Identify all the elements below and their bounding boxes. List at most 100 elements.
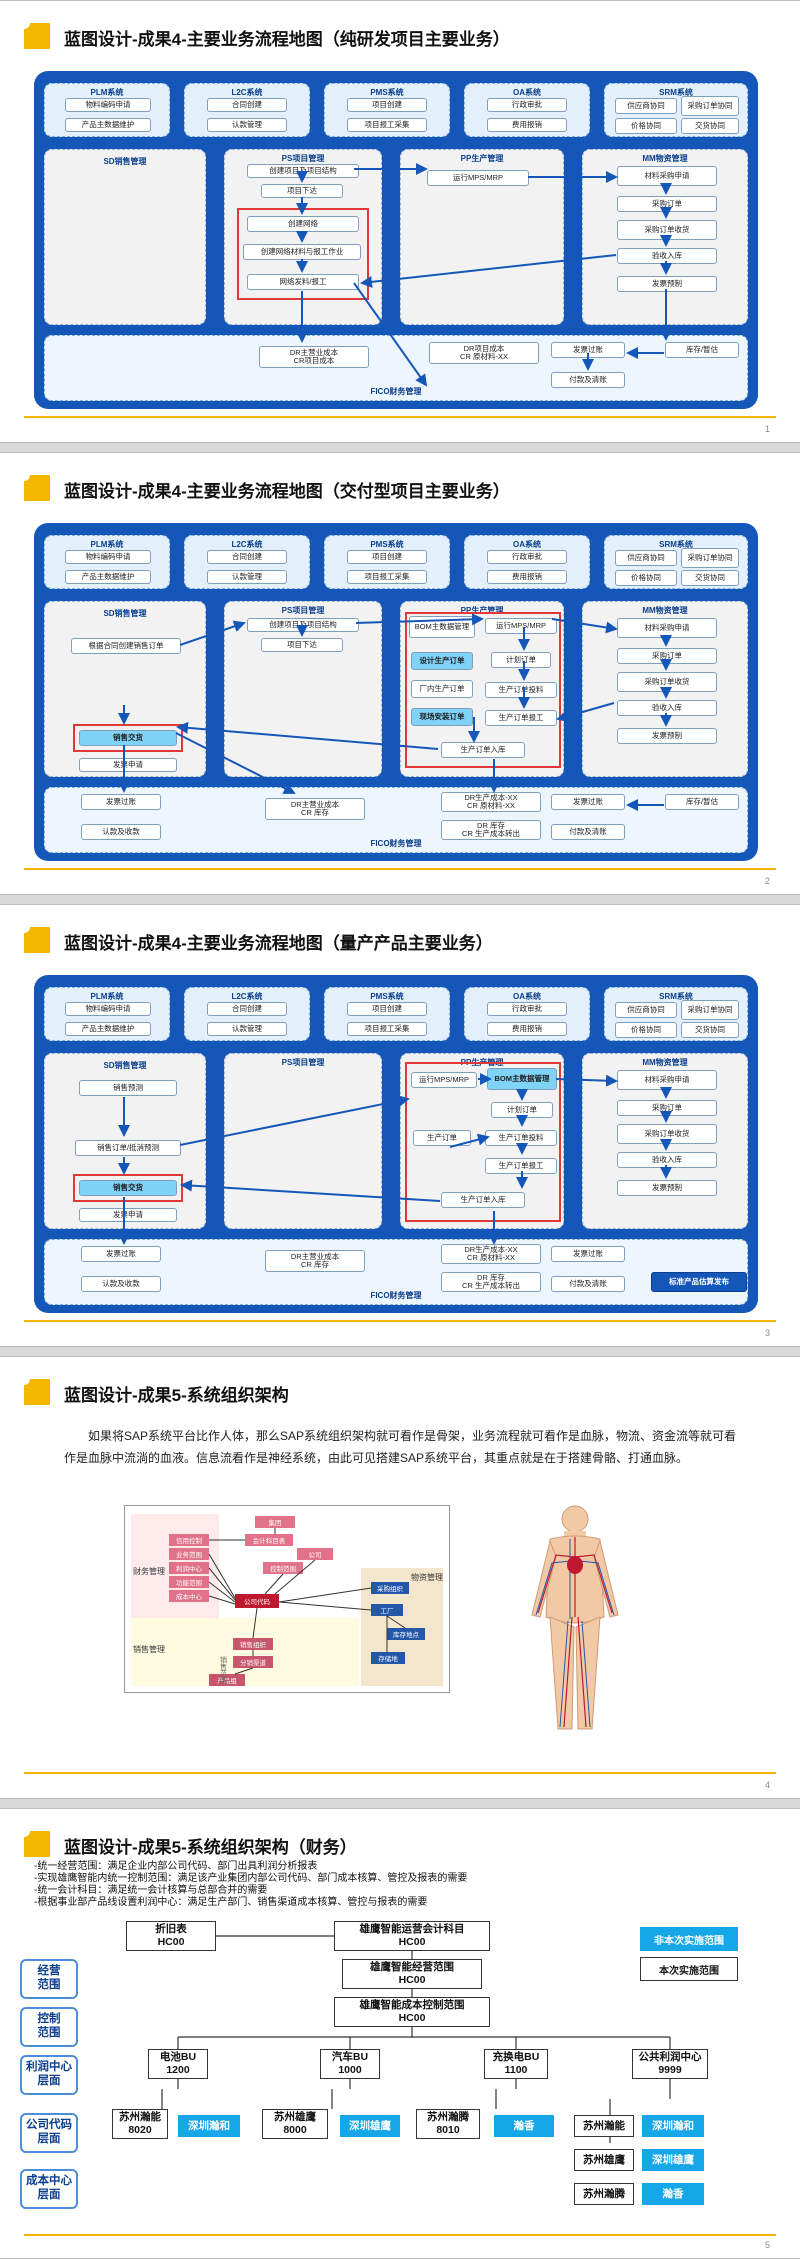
highlight-frame — [73, 1174, 183, 1202]
box: 运行MPS/MRP — [427, 170, 529, 186]
svg-text:存储地: 存储地 — [378, 1654, 398, 1663]
org-node — [233, 1656, 273, 1668]
fico-module: FICO财务管理 发票过账 DR主营业成本 CR 库存 DR生产成本-XX CR… — [44, 1239, 748, 1305]
box: 材料采购申请 — [617, 618, 717, 638]
page-number: 2 — [764, 876, 770, 886]
title-accent-icon — [18, 1373, 50, 1405]
svg-text:功能范围: 功能范围 — [176, 1578, 202, 1587]
footer-line — [24, 868, 776, 870]
box: 价格协同 — [615, 118, 677, 134]
box: 发票过账 — [81, 794, 161, 810]
highlight-frame — [73, 724, 183, 752]
box: 交货协同 — [681, 1022, 739, 1038]
box: 认款管理 — [207, 570, 287, 584]
pp-module: PP生产管理 运行MPS/MRP — [400, 149, 564, 325]
box: 采购订单协同 — [681, 1000, 739, 1020]
box: 计划订单 — [491, 652, 551, 668]
box: 认款及收款 — [81, 824, 161, 840]
svg-text:成本中心: 成本中心 — [176, 1592, 203, 1601]
svg-text:信用控制: 信用控制 — [176, 1536, 203, 1545]
org-structure-svg: 财务管理 销售管理 物资管理 集团 信用控制 会计科目表 公司 利润中心 成本中… — [131, 1514, 443, 1686]
sd-module: SD销售管理 销售预测 销售订单/抵消预测 销售交货 发票申请 — [44, 1053, 206, 1229]
org-node — [297, 1548, 333, 1560]
box: 创建项目及项目结构 — [247, 618, 359, 632]
box: 合同创建 — [207, 98, 287, 112]
box: 项目创建 — [347, 550, 427, 564]
box: 生产订单入库 — [441, 742, 525, 758]
box: 项目下达 — [261, 184, 343, 198]
box: 发票过账 — [81, 1246, 161, 1262]
svg-text:公司代码: 公司代码 — [244, 1597, 271, 1606]
intro-paragraph: 如果将SAP系统平台比作人体，那么SAP系统组织架构就可看作是骨架，业务流程就可… — [64, 1429, 737, 1465]
box: 行政审批 — [487, 550, 567, 564]
box: DR生产成本-XX CR 原材料-XX — [441, 1244, 541, 1264]
org-node-company-code — [235, 1594, 279, 1608]
svg-text:采购组织: 采购组织 — [377, 1584, 404, 1593]
box: 项目报工采集 — [347, 570, 427, 584]
box: 价格协同 — [615, 1022, 677, 1038]
box: 库存/暂估 — [665, 342, 739, 358]
process-map: PLM系统 物料编码申请 产品主数据维护 L2C系统 合同创建 认款管理 PMS… — [34, 71, 758, 409]
public-cost-center-tag: 深圳雄鹰 — [642, 2149, 704, 2171]
box: 运行MPS/MRP — [411, 1072, 477, 1088]
box: 认款及收款 — [81, 1276, 161, 1292]
slide-title: 蓝图设计-成果4-主要业务流程地图（量产产品主要业务） — [64, 934, 493, 953]
svg-text:会计科目表: 会计科目表 — [253, 1536, 286, 1545]
slide-title: 蓝图设计-成果4-主要业务流程地图（纯研发项目主要业务） — [64, 30, 510, 49]
box: 供应商协同 — [615, 1002, 677, 1018]
box: 标准产品估算发布 — [651, 1272, 747, 1292]
ps-module: PS项目管理 — [224, 1053, 382, 1229]
svg-text:库存地点: 库存地点 — [393, 1630, 420, 1639]
box: 产品主数据维护 — [65, 118, 151, 132]
box: 合同创建 — [207, 1002, 287, 1016]
slide-5: 蓝图设计-成果5-系统组织架构（财务） -统一经营范围：满足企业内部公司代码、部… — [0, 1808, 800, 2259]
footer-line — [24, 1320, 776, 1322]
box: DR生产成本-XX CR 原材料-XX — [441, 792, 541, 812]
oa-system: OA系统 行政审批 费用报销 — [464, 987, 590, 1041]
slide-1: 蓝图设计-成果4-主要业务流程地图（纯研发项目主要业务） PLM系统 物料编码申… — [0, 0, 800, 443]
ps-module: PS项目管理 创建项目及项目结构 项目下达 创建网络 创建网络材料与报工作业 网… — [224, 149, 382, 325]
box: 项目下达 — [261, 638, 343, 652]
box: 销售预测 — [79, 1080, 177, 1096]
footer-line — [24, 1772, 776, 1774]
note-line: -统一经营范围：满足企业内部公司代码、部门出具利润分析报表 — [34, 1861, 318, 1872]
org-node — [209, 1674, 245, 1686]
box: 价格协同 — [615, 570, 677, 586]
box: 认款管理 — [207, 118, 287, 132]
pms-system: PMS系统 项目创建 项目报工采集 — [324, 987, 450, 1041]
box: 采购订单 — [617, 648, 717, 664]
box: 发票过账 — [551, 794, 625, 810]
box: 材料采购申请 — [617, 1070, 717, 1090]
box: 验收入库 — [617, 1152, 717, 1168]
page-number: 3 — [764, 1328, 770, 1338]
footer-line — [24, 2234, 776, 2236]
box: 付款及清账 — [551, 1276, 625, 1292]
box: 付款及清账 — [551, 824, 625, 840]
box: 销售交货 — [79, 1180, 177, 1196]
org-node — [371, 1582, 409, 1594]
box: 行政审批 — [487, 1002, 567, 1016]
pp-module: PP生产管理 BOM主数据管理 运行MPS/MRP 设计生产订单 计划订单 厂内… — [400, 601, 564, 777]
box: 产品主数据维护 — [65, 1022, 151, 1036]
box: 项目报工采集 — [347, 1022, 427, 1036]
fico-module: FICO财务管理 DR主营业成本 CR项目成本 DR项目成本 CR 原材料-XX… — [44, 335, 748, 401]
box: 销售交货 — [79, 730, 177, 746]
box: 创建项目及项目结构 — [247, 164, 359, 178]
box: 供应商协同 — [615, 98, 677, 114]
box: 发票申请 — [79, 758, 177, 772]
sales-label: 销售管理 — [133, 1644, 165, 1654]
l2c-system: L2C系统 合同创建 认款管理 — [184, 987, 310, 1041]
box: 设计生产订单 — [411, 652, 473, 670]
box: 项目创建 — [347, 98, 427, 112]
box: 物料编码申请 — [65, 550, 151, 564]
box: 根据合同创建销售订单 — [71, 638, 181, 654]
org-node — [371, 1604, 403, 1616]
box: 采购订单协同 — [681, 548, 739, 568]
ps-module: PS项目管理 创建项目及项目结构 项目下达 — [224, 601, 382, 777]
pp-module: PP生产管理 运行MPS/MRP BOM主数据管理 计划订单 生产订单 生产订单… — [400, 1053, 564, 1229]
